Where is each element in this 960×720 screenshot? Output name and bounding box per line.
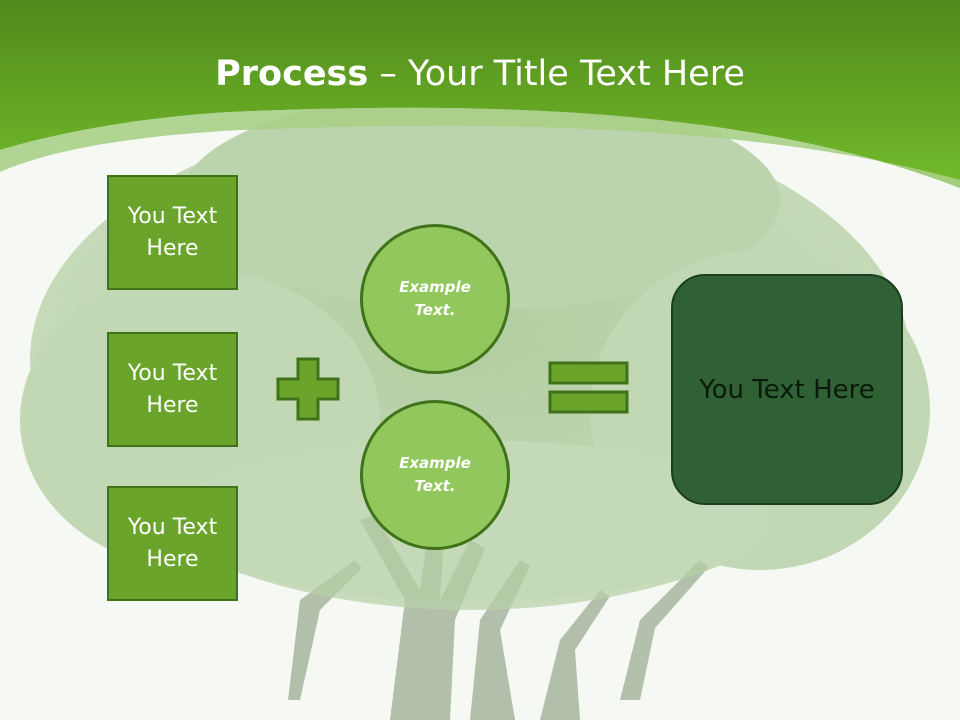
circle-label: Example Text. bbox=[399, 278, 471, 319]
example-circle-1: Example Text. bbox=[360, 224, 510, 374]
input-box-3: You Text Here bbox=[107, 486, 238, 601]
slide-title: Process – Your Title Text Here bbox=[0, 52, 960, 96]
input-box-1: You Text Here bbox=[107, 175, 238, 290]
header-swoosh bbox=[0, 107, 960, 188]
equals-icon bbox=[548, 361, 629, 414]
circle-label: Example Text. bbox=[399, 454, 471, 495]
plus-icon bbox=[276, 357, 340, 421]
title-rest: – Your Title Text Here bbox=[368, 54, 745, 94]
input-box-label: You Text Here bbox=[127, 514, 218, 572]
input-box-label: You Text Here bbox=[127, 360, 218, 418]
input-box-2: You Text Here bbox=[107, 332, 238, 447]
result-box: You Text Here bbox=[671, 274, 903, 505]
example-circle-2: Example Text. bbox=[360, 400, 510, 550]
result-label: You Text Here bbox=[699, 374, 875, 405]
header-band bbox=[0, 0, 960, 188]
input-box-label: You Text Here bbox=[127, 203, 218, 261]
title-bold: Process bbox=[215, 54, 369, 94]
